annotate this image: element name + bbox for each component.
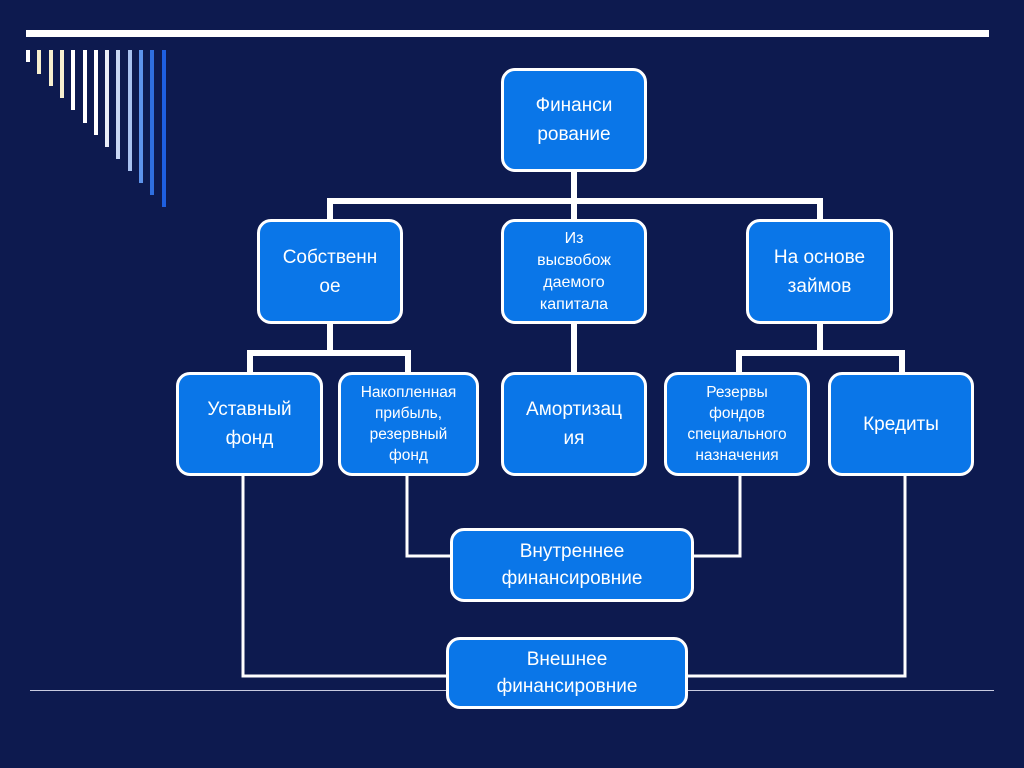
node-depreciation: Амортизац ия: [501, 372, 647, 476]
node-own-funds: Собственн ое: [257, 219, 403, 324]
connector-credits-to-external: [686, 476, 907, 678]
connector-charter-to-external: [241, 476, 448, 678]
node-credits: Кредиты: [828, 372, 974, 476]
decor-bar: [127, 50, 132, 171]
node-loans: На основе займов: [746, 219, 893, 324]
connector-retained-to-internal: [405, 476, 452, 558]
connector-reserves-to-internal: [692, 476, 742, 558]
decor-bar: [59, 50, 64, 99]
decor-bar: [93, 50, 98, 135]
connector-own-bus: [247, 350, 411, 372]
node-released-capital: Из высвобож даемого капитала: [501, 219, 647, 324]
node-internal-financing: Внутреннее финансировние: [450, 528, 694, 602]
node-special-reserves: Резервы фондов специального назначения: [664, 372, 810, 476]
top-horizontal-rule: [26, 30, 989, 37]
decor-bar: [82, 50, 87, 123]
node-retained-profit: Накопленная прибыль, резервный фонд: [338, 372, 479, 476]
decor-bar: [26, 50, 30, 62]
decor-bar: [37, 50, 42, 75]
decor-bar: [150, 50, 155, 196]
decor-bar: [139, 50, 143, 183]
decor-bar: [48, 50, 53, 87]
node-financing: Финанси рование: [501, 68, 647, 172]
connector-loans-bus: [736, 350, 905, 372]
decor-bar: [105, 50, 110, 147]
decor-bar: [161, 50, 166, 208]
node-external-financing: Внешнее финансировние: [446, 637, 688, 709]
node-charter-fund: Уставный фонд: [176, 372, 323, 476]
decor-bar: [116, 50, 121, 159]
decor-bar: [71, 50, 76, 111]
